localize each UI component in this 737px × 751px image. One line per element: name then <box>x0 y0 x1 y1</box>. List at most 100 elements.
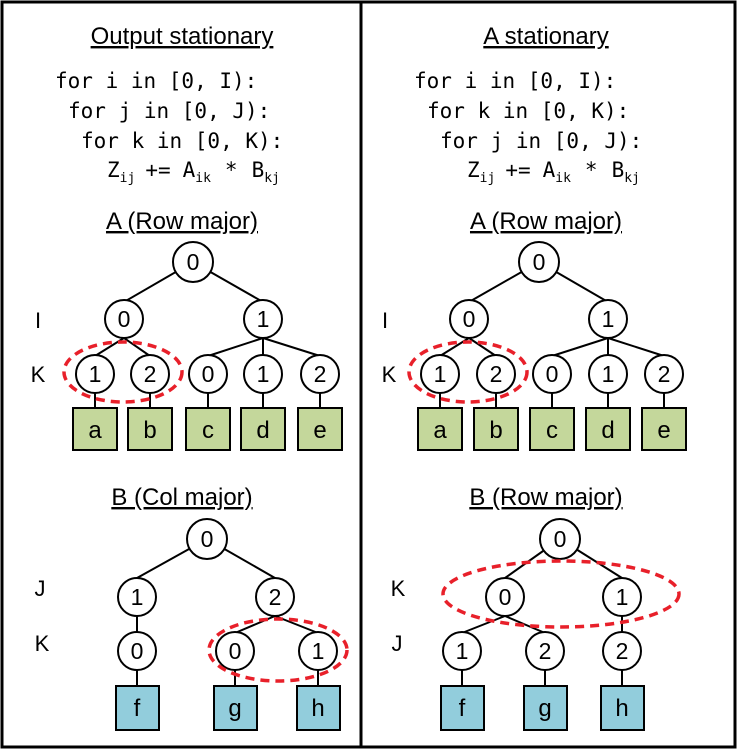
svg-text:e: e <box>313 417 326 444</box>
left-stmt-asub: ik <box>195 171 211 186</box>
left-treeB-leaf-2: 1 <box>298 631 338 671</box>
right-treeB-leaf-2: 2 <box>602 631 642 671</box>
svg-text:1: 1 <box>456 638 469 664</box>
svg-text:2: 2 <box>144 361 157 387</box>
svg-text:2: 2 <box>616 638 629 664</box>
left-treeA-data-d: d <box>240 407 286 451</box>
right-treeA-data-c: c <box>529 407 575 451</box>
right-treeB-data-f: f <box>440 685 485 731</box>
svg-text:e: e <box>657 417 670 444</box>
left-stmt-zsub: ij <box>120 171 136 186</box>
right-treeA-level-label-1: K <box>382 362 397 387</box>
left-code-line-1: for i in [0, I): <box>55 69 257 93</box>
svg-text:d: d <box>601 417 614 444</box>
svg-text:a: a <box>433 417 447 444</box>
right-treeA-highlight <box>407 340 529 404</box>
left-treeA-data-b: b <box>127 407 173 451</box>
svg-text:0: 0 <box>201 526 214 552</box>
right-treeB-data-g: g <box>523 685 568 731</box>
right-title: A stationary <box>483 23 608 50</box>
svg-text:2: 2 <box>314 361 327 387</box>
svg-text:2: 2 <box>539 638 552 664</box>
panel-right: A stationary for i in [0, I): for k in [… <box>382 23 687 731</box>
right-treeB-leaf-0: 1 <box>442 631 482 671</box>
left-treeA-mid-0: 0 <box>104 299 144 339</box>
left-stmt-b: B <box>252 158 265 182</box>
svg-text:1: 1 <box>89 361 102 387</box>
right-treeB-leaf-1: 2 <box>525 631 565 671</box>
right-treeA-root: 0 <box>518 241 560 283</box>
right-code-line-3: for j in [0, J): <box>440 129 642 153</box>
left-treeB-mid-1: 2 <box>255 577 295 617</box>
svg-text:1: 1 <box>257 306 270 332</box>
svg-text:d: d <box>256 417 269 444</box>
right-stmt-bsub: kj <box>624 171 640 186</box>
panel-left: Output stationary for i in [0, I): for j… <box>31 23 349 731</box>
right-treeB-mid-1: 1 <box>602 577 642 617</box>
svg-text:0: 0 <box>202 361 215 387</box>
left-title: Output stationary <box>91 23 274 50</box>
svg-text:f: f <box>134 695 141 722</box>
svg-text:c: c <box>546 417 558 444</box>
svg-text:2: 2 <box>490 361 503 387</box>
svg-text:0: 0 <box>187 249 200 275</box>
right-treeB-mid-0: 0 <box>485 577 525 617</box>
left-treeA-highlight <box>62 340 184 404</box>
right-treeA-data-a: a <box>417 407 463 451</box>
left-treeB-highlight <box>207 617 349 683</box>
svg-text:1: 1 <box>257 361 270 387</box>
svg-text:1: 1 <box>434 361 447 387</box>
svg-text:0: 0 <box>533 249 546 275</box>
left-stmt-a: A <box>183 158 196 182</box>
left-treeA-title: A (Row major) <box>106 208 258 235</box>
right-treeA-leaf-0: 1 <box>420 354 460 394</box>
right-treeA-leaf-4: 2 <box>644 354 684 394</box>
right-treeB-root: 0 <box>539 518 581 560</box>
left-treeB-level-label-1: K <box>35 631 50 656</box>
right-stmt-asub: ik <box>555 171 571 186</box>
right-treeA-leaf-3: 1 <box>588 354 628 394</box>
svg-text:0: 0 <box>131 638 144 664</box>
left-treeA-data-e: e <box>297 407 343 451</box>
left-treeA-leaf-2: 0 <box>188 354 228 394</box>
right-treeA-leaf-1: 2 <box>476 354 516 394</box>
right-treeA-data-e: e <box>641 407 687 451</box>
svg-text:b: b <box>143 417 156 444</box>
svg-text:f: f <box>459 695 466 722</box>
left-stmt-bsub: kj <box>264 171 280 186</box>
right-treeB-level-label-0: K <box>391 576 406 601</box>
right-stmt-z: Z <box>467 158 480 182</box>
left-treeB-data-g: g <box>213 685 258 731</box>
svg-text:b: b <box>489 417 502 444</box>
left-treeA-mid-1: 1 <box>243 299 283 339</box>
right-stmt-mul: * <box>585 158 598 182</box>
right-treeB-level-label-1: J <box>392 631 403 656</box>
right-statement: Zij+=Aik*Bkj <box>467 158 640 186</box>
left-treeA-level-label-1: K <box>31 362 46 387</box>
right-stmt-op: += <box>505 158 530 182</box>
svg-text:0: 0 <box>499 584 512 610</box>
right-treeB-highlight <box>441 559 681 629</box>
right-treeA-data-b: b <box>473 407 519 451</box>
left-stmt-op: += <box>145 158 170 182</box>
left-treeA-root: 0 <box>172 241 214 283</box>
left-treeB-level-label-0: J <box>35 576 46 601</box>
svg-text:0: 0 <box>546 361 559 387</box>
svg-text:a: a <box>88 417 102 444</box>
right-treeA-mid-0: 0 <box>449 299 489 339</box>
left-statement: Zij+=Aik*Bkj <box>107 158 280 186</box>
left-code-line-2: for j in [0, J): <box>68 99 270 123</box>
left-treeA-level-label-0: I <box>35 308 41 333</box>
right-code-line-1: for i in [0, I): <box>414 69 616 93</box>
right-treeB-title: B (Row major) <box>469 484 622 511</box>
left-treeA-leaf-4: 2 <box>300 354 340 394</box>
left-code-line-3: for k in [0, K): <box>81 129 283 153</box>
left-treeA-leaf-0: 1 <box>75 354 115 394</box>
svg-text:0: 0 <box>229 638 242 664</box>
svg-text:1: 1 <box>616 584 629 610</box>
svg-text:1: 1 <box>131 584 144 610</box>
left-treeA-data-a: a <box>72 407 118 451</box>
right-treeA-data-d: d <box>585 407 631 451</box>
